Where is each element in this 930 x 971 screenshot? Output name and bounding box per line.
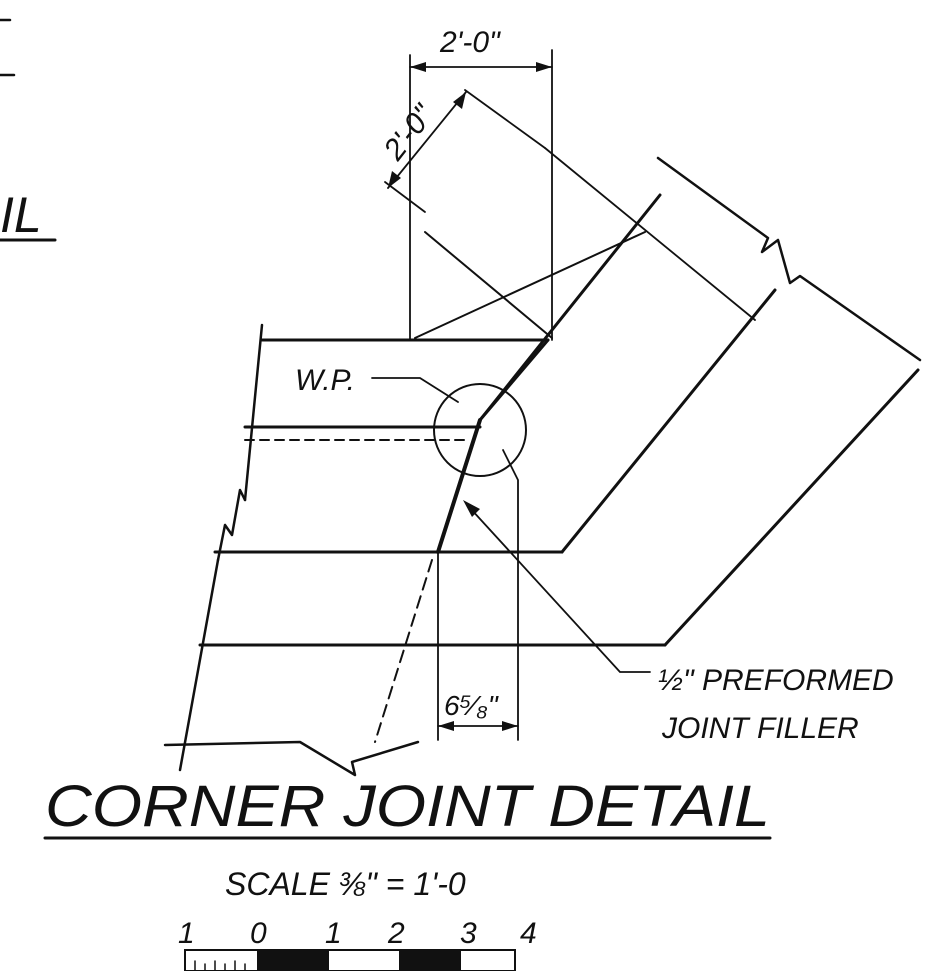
filler-leader xyxy=(469,507,651,673)
work-point-circle xyxy=(433,383,527,477)
work-point-leader xyxy=(371,377,459,403)
diagonal-width-dimension: 2'-0" xyxy=(377,98,441,167)
filler-label-line2: JOINT FILLER xyxy=(661,712,859,745)
scale-label: SCALE ⅜" = 1'-0 xyxy=(225,866,466,902)
scale-tick-label: 3 xyxy=(460,917,477,950)
scale-tick-label: 0 xyxy=(250,917,267,950)
scale-tick-label: 4 xyxy=(520,917,537,950)
scale-bar xyxy=(184,949,516,971)
filler-label-line1: ½" PREFORMED xyxy=(658,664,894,697)
scale-tick-label: 2 xyxy=(387,917,405,950)
filler-leader-arrow xyxy=(463,500,480,517)
detail-title: CORNER JOINT DETAIL xyxy=(45,774,770,839)
scale-tick-label: 1 xyxy=(178,917,195,950)
slab-outline xyxy=(163,156,922,777)
scale-ticks: 1 0 1 2 3 4 xyxy=(178,917,537,950)
dimension-lines xyxy=(384,49,756,731)
scale-tick-label: 1 xyxy=(325,917,342,950)
partial-title: IL xyxy=(0,187,42,243)
top-width-dimension: 2'-0" xyxy=(439,26,501,59)
edge-marks xyxy=(0,18,16,77)
work-point-label: W.P. xyxy=(295,364,355,397)
offset-dimension: 6⁵⁄₈" xyxy=(444,690,499,721)
